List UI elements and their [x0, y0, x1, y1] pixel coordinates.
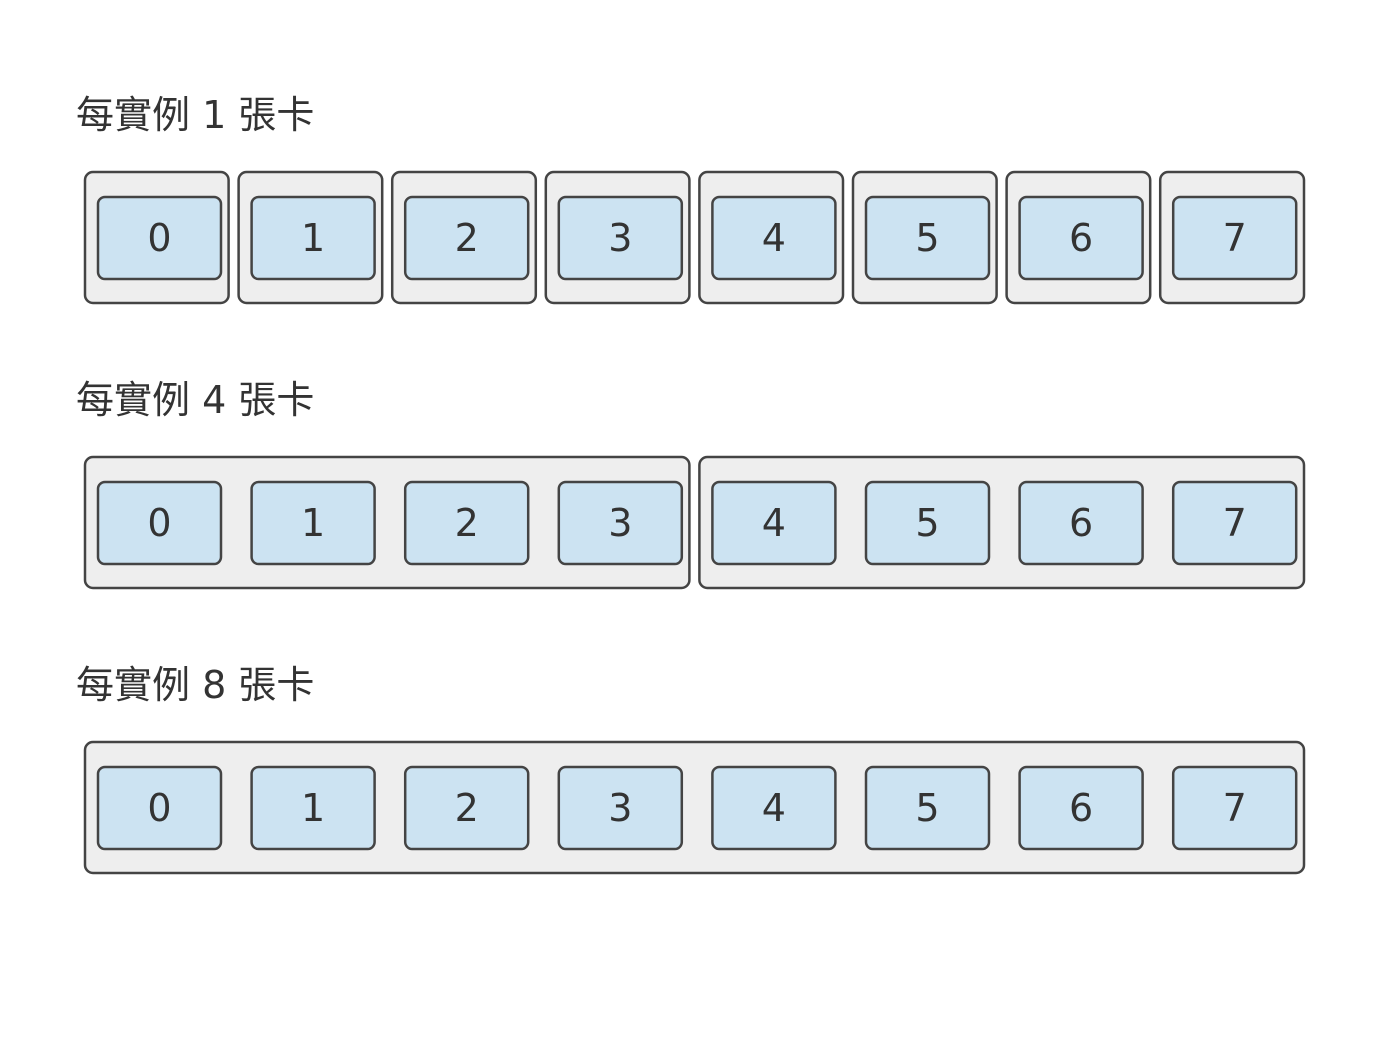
section-title: 每實例 8 張卡	[76, 663, 314, 707]
gpu-card	[250, 765, 376, 851]
gpu-card	[864, 765, 991, 851]
section-3: 每實例 8 張卡 0 1 2 3 4 5 6 7	[76, 663, 1306, 875]
card-label: 2	[455, 501, 479, 545]
card-label: 5	[915, 216, 939, 260]
gpu-card	[557, 195, 684, 281]
card-label: 3	[608, 501, 632, 545]
gpu-card	[1018, 765, 1144, 851]
gpu-card	[711, 480, 837, 566]
card-label: 3	[608, 786, 632, 830]
card-label: 4	[762, 501, 786, 545]
card-label: 1	[301, 501, 325, 545]
gpu-card	[250, 480, 376, 566]
card-label: 2	[455, 216, 479, 260]
gpu-card	[96, 765, 223, 851]
gpu-card	[403, 480, 530, 566]
section-1: 每實例 1 張卡 0 1 2 3 4 5 6 7	[76, 93, 1306, 305]
card-label: 4	[762, 786, 786, 830]
gpu-card	[96, 480, 223, 566]
instance-box	[698, 455, 1306, 590]
card-label: 6	[1069, 786, 1093, 830]
card-label: 5	[915, 786, 939, 830]
card-label: 2	[455, 786, 479, 830]
gpu-card	[1018, 195, 1144, 281]
gpu-card	[1171, 765, 1298, 851]
gpu-card	[96, 195, 223, 281]
card-label: 3	[608, 216, 632, 260]
gpu-card	[403, 195, 530, 281]
card-label: 0	[147, 786, 171, 830]
card-label: 0	[147, 216, 171, 260]
card-label: 1	[301, 786, 325, 830]
section-title: 每實例 4 張卡	[76, 378, 314, 422]
section-2: 每實例 4 張卡 0 1 2 3 4 5 6 7	[76, 378, 1306, 590]
card-label: 0	[147, 501, 171, 545]
card-label: 1	[301, 216, 325, 260]
gpu-card	[864, 195, 991, 281]
gpu-card	[711, 195, 837, 281]
instance-box	[83, 740, 1306, 875]
instance-box	[83, 455, 691, 590]
gpu-card	[1018, 480, 1144, 566]
card-label: 7	[1223, 216, 1247, 260]
card-label: 7	[1223, 501, 1247, 545]
section-title: 每實例 1 張卡	[76, 93, 314, 137]
card-label: 6	[1069, 216, 1093, 260]
gpu-card	[1171, 195, 1298, 281]
gpu-card	[557, 765, 684, 851]
card-label: 7	[1223, 786, 1247, 830]
gpu-card	[1171, 480, 1298, 566]
card-label: 5	[915, 501, 939, 545]
card-label: 4	[762, 216, 786, 260]
gpu-card	[864, 480, 991, 566]
card-label: 6	[1069, 501, 1093, 545]
gpu-card	[557, 480, 684, 566]
gpu-card	[711, 765, 837, 851]
gpu-card	[403, 765, 530, 851]
gpu-card	[250, 195, 376, 281]
